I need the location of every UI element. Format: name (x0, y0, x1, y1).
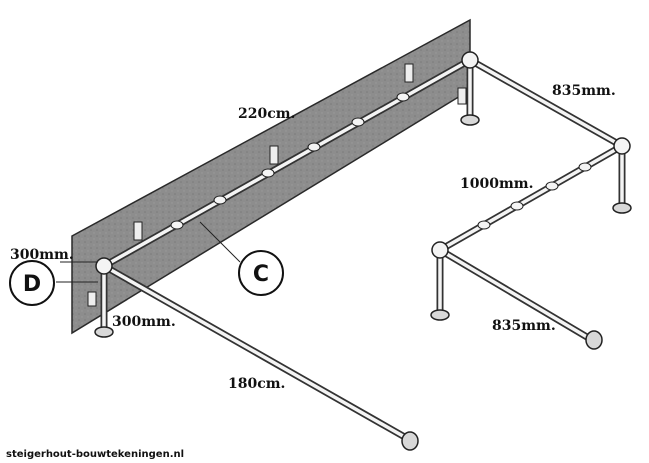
wall-brackets (87, 63, 467, 307)
callout-c-letter: C (253, 262, 269, 287)
leader-lines (56, 221, 241, 283)
callout-d-letter: D (23, 272, 41, 297)
site-credit: steigerhout-bouwtekeningen.nl (6, 449, 184, 460)
label-left-depth: 300mm. (10, 247, 74, 263)
rail-clamps (170, 92, 592, 230)
label-right-middle-length: 1000mm. (460, 176, 533, 192)
label-right-top-length: 835mm. (552, 83, 616, 99)
corner-fittings (95, 51, 631, 275)
callout-c: C (238, 250, 284, 296)
label-top-length: 220cm. (238, 106, 295, 122)
pipe-frame (100, 56, 626, 444)
label-right-bottom-length: 835mm. (492, 318, 556, 334)
callout-d: D (9, 260, 55, 306)
label-diagonal-length: 180cm. (228, 376, 285, 392)
label-bottom-height: 300mm. (112, 314, 176, 330)
floor-feet (94, 114, 632, 451)
